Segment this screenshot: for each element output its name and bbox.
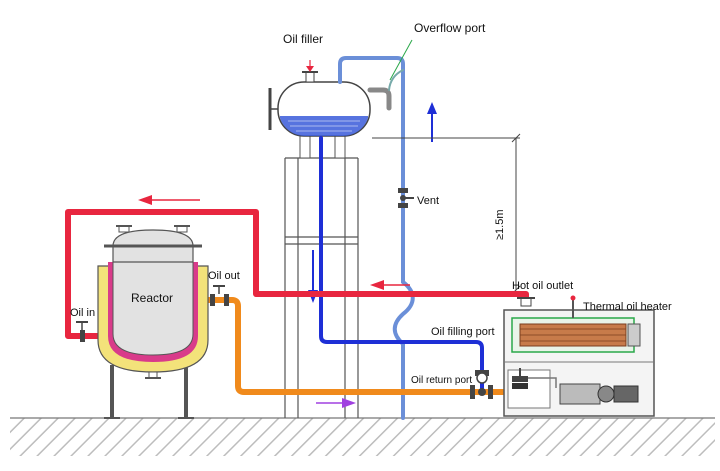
return-arrowhead (342, 398, 356, 408)
label-height: ≥1.5m (494, 210, 506, 241)
thermal-oil-heater (503, 309, 655, 417)
label-oil-filler: Oil filler (283, 32, 323, 46)
return-valves (470, 385, 493, 399)
oil-return-pipe (206, 297, 525, 395)
heater-inlet-valves (512, 368, 528, 389)
label-oil-return-port: Oil return port (411, 375, 472, 386)
label-oil-out: Oil out (208, 270, 240, 282)
label-reactor: Reactor (131, 291, 173, 305)
label-thermal-oil-heater: Thermal oil heater (583, 301, 672, 313)
overflow-up-arrowhead (427, 102, 437, 114)
label-oil-in: Oil in (70, 307, 95, 319)
heater-top-fitting (570, 295, 576, 318)
label-vent: Vent (417, 195, 439, 207)
label-overflow-port: Overflow port (414, 21, 486, 35)
hot-oil-pipe (65, 209, 529, 339)
vent-valve (398, 188, 414, 208)
overflow-pipe (338, 56, 415, 420)
ground-hatch (10, 418, 715, 456)
fill-valve (475, 370, 489, 384)
hot-oil-arrowhead-mid (370, 280, 384, 290)
hot-oil-arrowhead-top (138, 195, 152, 205)
heater-hot-oil-outlet (517, 297, 535, 307)
overflow-leader-line (389, 39, 413, 81)
reactor-oil-in-valve (76, 321, 88, 342)
oil-fill-pipe (319, 136, 484, 390)
label-hot-oil-outlet: Hot oil outlet (512, 280, 573, 292)
label-oil-filling-port: Oil filling port (431, 326, 495, 338)
reactor-oil-out-valve (210, 285, 229, 306)
reactor-vessel (97, 225, 209, 419)
oil-filler-tank (268, 60, 371, 159)
